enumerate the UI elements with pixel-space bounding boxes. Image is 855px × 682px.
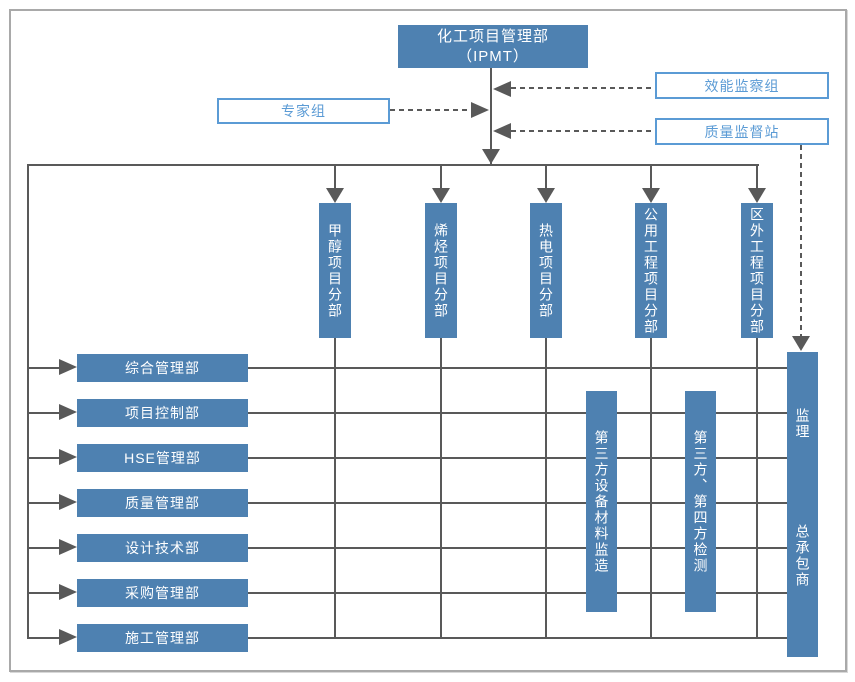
- arrowhead-down-icon: [326, 188, 344, 203]
- connector-line: [29, 547, 60, 549]
- dept-box-general-management: 综合管理部: [77, 354, 248, 382]
- efficiency-supervision-box: 效能监察组: [655, 72, 829, 99]
- contractor-label: 总承包商: [794, 524, 811, 588]
- arrowhead-right-icon: [59, 359, 77, 375]
- connector-line: [248, 457, 787, 459]
- efficiency-supervision-label: 效能监察组: [704, 77, 780, 94]
- connector-line: [490, 68, 492, 165]
- connector-line: [248, 592, 787, 594]
- arrowhead-right-icon: [59, 629, 77, 645]
- connector-line: [29, 412, 60, 414]
- dept-label: 施工管理部: [125, 630, 200, 646]
- arrowhead-down-icon: [432, 188, 450, 203]
- connector-line: [29, 637, 60, 639]
- division-box-utility-engineering: 公用工程项目分部: [635, 203, 667, 338]
- connector-line: [29, 592, 60, 594]
- connector-line: [756, 338, 758, 639]
- division-box-methanol: 甲醇项目分部: [319, 203, 351, 338]
- dept-box-design-technology: 设计技术部: [77, 534, 248, 562]
- arrowhead-right-icon: [59, 449, 77, 465]
- connector-line: [545, 338, 547, 639]
- division-label: 甲醇项目分部: [327, 222, 344, 319]
- oversight-box-third-fourth-party-testing: 第三方、第四方检测: [685, 391, 716, 612]
- connector-line: [27, 164, 29, 639]
- division-label: 热电项目分部: [538, 222, 555, 319]
- page-frame: [9, 9, 847, 672]
- division-box-outside-area-engineering: 区外工程项目分部: [741, 203, 773, 338]
- dept-box-procurement-management: 采购管理部: [77, 579, 248, 607]
- arrowhead-left-icon: [493, 81, 511, 97]
- connector-line: [28, 164, 759, 166]
- expert-group-label: 专家组: [281, 103, 326, 119]
- division-label: 公用工程项目分部: [643, 206, 660, 335]
- connector-line: [248, 502, 787, 504]
- ipmt-title-line2: （IPMT）: [457, 47, 529, 65]
- arrowhead-right-icon: [59, 494, 77, 510]
- arrowhead-right-icon: [59, 584, 77, 600]
- arrowhead-right-icon: [59, 404, 77, 420]
- connector-line: [650, 166, 652, 190]
- arrowhead-left-icon: [493, 123, 511, 139]
- dept-label: 采购管理部: [125, 585, 200, 601]
- dept-label: 综合管理部: [125, 360, 200, 376]
- connector-line: [650, 338, 652, 639]
- division-box-olefin: 烯烃项目分部: [425, 203, 457, 338]
- dept-label: 质量管理部: [125, 495, 200, 511]
- expert-group-box: 专家组: [217, 98, 390, 124]
- ipmt-box: 化工项目管理部 （IPMT）: [398, 25, 588, 68]
- dept-box-project-control: 项目控制部: [77, 399, 248, 427]
- dept-box-hse-management: HSE管理部: [77, 444, 248, 472]
- connector-line: [248, 412, 787, 414]
- arrowhead-right-icon: [471, 102, 489, 118]
- arrowhead-down-icon: [642, 188, 660, 203]
- oversight-label: 第三方、第四方检测: [692, 429, 709, 574]
- ipmt-title-line1: 化工项目管理部: [436, 27, 549, 45]
- dashed-connector-line: [511, 87, 655, 89]
- division-box-thermal-power: 热电项目分部: [530, 203, 562, 338]
- dept-label: 设计技术部: [125, 540, 200, 556]
- supervision-contractor-box: 监理 总承包商: [787, 352, 818, 657]
- division-label: 烯烃项目分部: [433, 222, 450, 319]
- connector-line: [545, 166, 547, 190]
- connector-line: [440, 338, 442, 639]
- connector-line: [756, 166, 758, 190]
- connector-line: [29, 502, 60, 504]
- connector-line: [334, 166, 336, 190]
- connector-line: [29, 367, 60, 369]
- connector-line: [248, 367, 787, 369]
- oversight-label: 第三方设备材料监造: [593, 429, 610, 574]
- arrowhead-right-icon: [59, 539, 77, 555]
- oversight-box-equipment-material-supervision: 第三方设备材料监造: [586, 391, 617, 612]
- dept-label: 项目控制部: [125, 405, 200, 421]
- supervision-label: 监理: [794, 408, 811, 440]
- connector-line: [248, 637, 787, 639]
- division-label: 区外工程项目分部: [749, 206, 766, 335]
- arrowhead-down-icon: [482, 149, 500, 164]
- quality-supervision-station-label: 质量监督站: [704, 123, 780, 140]
- dashed-connector-line: [511, 130, 655, 132]
- connector-line: [29, 457, 60, 459]
- dashed-connector-line: [390, 109, 471, 111]
- dept-label: HSE管理部: [124, 450, 201, 466]
- connector-line: [334, 338, 336, 639]
- dashed-connector-line: [800, 145, 802, 337]
- dept-box-construction-management: 施工管理部: [77, 624, 248, 652]
- dept-box-quality-management: 质量管理部: [77, 489, 248, 517]
- arrowhead-down-icon: [748, 188, 766, 203]
- quality-supervision-station-box: 质量监督站: [655, 118, 829, 145]
- connector-line: [440, 166, 442, 190]
- arrowhead-down-icon: [537, 188, 555, 203]
- arrowhead-down-icon: [792, 336, 810, 351]
- connector-line: [248, 547, 787, 549]
